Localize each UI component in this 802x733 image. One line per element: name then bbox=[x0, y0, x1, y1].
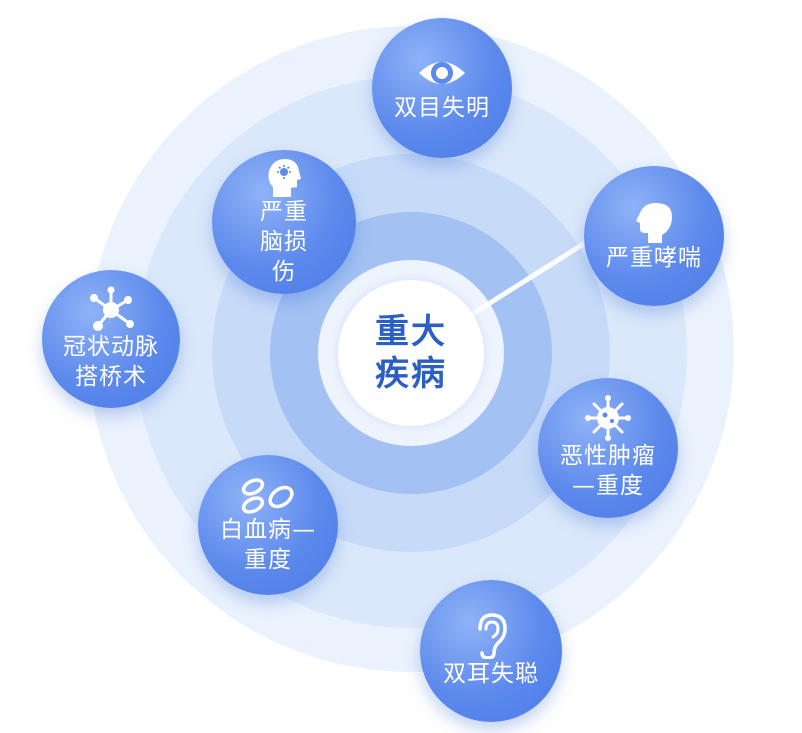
center-circle bbox=[338, 280, 484, 426]
node-asthma-label: 严重哮喘 bbox=[606, 245, 702, 271]
node-deafness: 双耳失聪 bbox=[420, 580, 562, 722]
head-brain-icon bbox=[268, 159, 301, 197]
node-leukemia: 白血病—重度 bbox=[198, 455, 338, 595]
node-cabg: 冠状动脉搭桥术 bbox=[42, 270, 180, 408]
virus-icon bbox=[585, 395, 631, 441]
blood-cells-icon bbox=[241, 478, 294, 514]
node-tumor-label: 恶性肿瘤—重度 bbox=[560, 443, 656, 499]
node-asthma: 严重哮喘 bbox=[584, 166, 724, 306]
eye-icon bbox=[419, 62, 465, 84]
node-deafness-label: 双耳失聪 bbox=[443, 661, 539, 687]
center-title: 重大疾病 bbox=[375, 312, 447, 394]
node-tumor: 恶性肿瘤—重度 bbox=[538, 378, 678, 518]
node-blindness: 双目失明 bbox=[372, 18, 512, 158]
node-blindness-label: 双目失明 bbox=[394, 95, 490, 121]
node-brain-injury-label: 严重脑损伤 bbox=[260, 199, 308, 285]
molecule-icon bbox=[90, 286, 134, 331]
node-leukemia-label: 白血病—重度 bbox=[220, 517, 316, 573]
head-profile-icon bbox=[636, 203, 672, 243]
ear-icon bbox=[478, 613, 507, 659]
node-cabg-label: 冠状动脉搭桥术 bbox=[63, 334, 159, 390]
node-brain-injury: 严重脑损伤 bbox=[212, 150, 356, 294]
